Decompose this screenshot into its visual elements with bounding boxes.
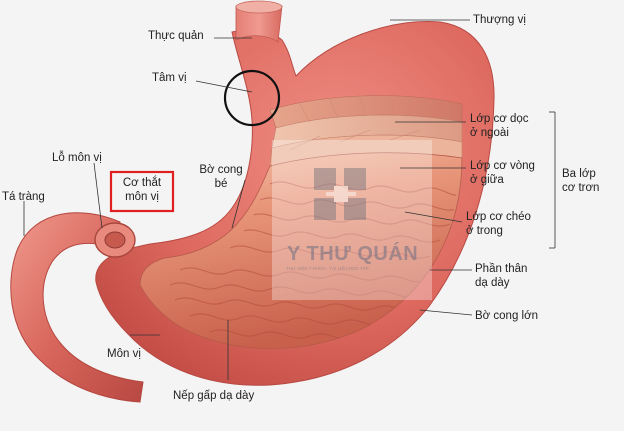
label-pyloric-sphincter-line2: môn vị [125,191,159,203]
label-oblique-layer: Lớp cơ chéo ở trong [466,210,531,238]
label-oblique-layer-line2: ở trong [466,225,503,237]
label-oblique-layer-line1: Lớp cơ chéo [466,211,531,223]
cardia-circle-marker [223,69,281,127]
watermark-brand: Y THƯ QUÁN [287,243,419,265]
duodenum-shape [10,212,144,403]
muscle-fiber-lines [289,97,449,151]
label-three-smooth-muscle-layers: Ba lớp cơ trơn [562,167,599,195]
label-duodenum: Tá tràng [2,191,45,203]
label-longitudinal-layer-line1: Lớp cơ dọc [470,113,529,125]
label-pyloric-orifice: Lỗ môn vị [52,152,102,164]
label-greater-curvature: Bờ cong lớn [475,310,539,322]
label-fundus: Thượng vị [473,14,526,26]
label-three-smooth-muscle-layers-line1: Ba lớp [562,168,596,180]
label-circular-layer: Lớp cơ vòng ở giữa [470,159,535,187]
pyloric-opening [104,231,126,249]
label-stomach-body-line1: Phần thân [475,263,528,275]
label-pyloric-sphincter: Cơ thắt môn vị [111,176,173,204]
label-lesser-curvature-line1: Bờ cong [199,164,243,176]
label-gastric-folds: Nếp gấp dạ dày [173,390,255,402]
label-longitudinal-layer: Lớp cơ dọc ở ngoài [470,112,529,140]
label-three-smooth-muscle-layers-line2: cơ trơn [562,182,600,194]
label-pyloric-sphincter-line1: Cơ thắt [122,177,162,189]
pyloric-sphincter-highlight-box [109,170,175,213]
watermark-tagline: THƯ VIỆN Y KHOA - TÀI LIỆU HỌC TẬP [286,266,369,271]
watermark-panel [272,140,432,300]
leader-lines [23,19,556,380]
label-longitudinal-layer-line2: ở ngoài [470,127,509,139]
label-circular-layer-line1: Lớp cơ vòng [470,160,535,172]
label-lesser-curvature-line2: bé [214,178,228,190]
label-lesser-curvature: Bờ cong bé [192,163,250,191]
label-stomach-body: Phần thân dạ dày [475,262,527,290]
stomach-inner-lining [139,152,463,349]
esophagus-opening [235,0,283,14]
label-stomach-body-line2: dạ dày [475,277,510,289]
label-esophagus: Thực quản [148,30,204,42]
label-cardia: Tâm vị [152,72,187,84]
gastric-folds [169,181,458,341]
label-circular-layer-line2: ở giữa [470,174,504,186]
label-pylorus: Môn vị [107,348,141,360]
watermark-logo [314,168,366,220]
